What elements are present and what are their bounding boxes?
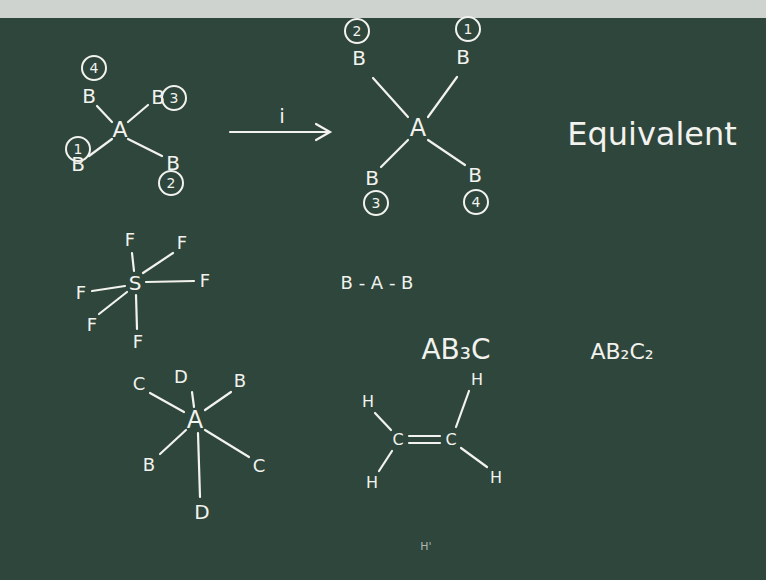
- chalk-label: B: [71, 154, 85, 174]
- chalk-label: AB₂C₂: [590, 341, 653, 363]
- chalk-label: B - A - B: [341, 274, 414, 292]
- chalk-label: H': [420, 541, 431, 552]
- circled-number: 3: [161, 85, 187, 111]
- chalk-label: F: [76, 284, 86, 302]
- chalk-label: B: [468, 165, 482, 185]
- chalk-label: F: [87, 316, 97, 334]
- chalk-label: A: [410, 116, 426, 140]
- chalk-label: A: [187, 408, 203, 432]
- chalk-label: F: [125, 231, 135, 249]
- callout-number: 3: [170, 91, 179, 105]
- circled-number: 3: [363, 190, 389, 216]
- callout-number: 4: [90, 61, 99, 75]
- callout-number: 3: [372, 196, 381, 210]
- callout-number: 2: [353, 24, 362, 38]
- chalk-label: C: [392, 432, 403, 448]
- circled-number: 2: [158, 170, 184, 196]
- callout-number: 1: [464, 22, 473, 36]
- chalk-label: F: [133, 333, 143, 351]
- chalk-label: B: [352, 48, 366, 68]
- chalk-label: Equivalent: [567, 118, 737, 150]
- circled-number: 1: [455, 16, 481, 42]
- chalk-label: B: [166, 153, 180, 173]
- chalk-label: C: [445, 432, 456, 448]
- chalk-label: B: [456, 47, 470, 67]
- circled-number: 2: [344, 18, 370, 44]
- circled-number: 4: [81, 55, 107, 81]
- chalk-label: C: [253, 457, 266, 475]
- callout-number: 2: [167, 176, 176, 190]
- chalk-label: AB₃C: [421, 336, 490, 364]
- chalk-label: B: [151, 87, 165, 107]
- circled-number: 4: [463, 189, 489, 215]
- chalk-label: S: [129, 273, 142, 293]
- chalk-label: B: [365, 168, 379, 188]
- chalk-label: D: [194, 502, 209, 522]
- callout-number: 4: [472, 195, 481, 209]
- chalk-label: A: [112, 119, 127, 141]
- chalk-label: i: [279, 106, 285, 126]
- chalk-label: F: [177, 234, 187, 252]
- chalk-label: B: [82, 86, 96, 106]
- chalk-label: H: [366, 475, 378, 491]
- chalk-label: B: [234, 372, 246, 390]
- chalk-label: H: [362, 394, 374, 410]
- board-frame: [0, 0, 766, 18]
- chalk-label: C: [133, 375, 146, 393]
- chalk-label: H: [490, 470, 502, 486]
- chalk-label: H: [471, 372, 483, 388]
- chalk-label: B: [143, 456, 155, 474]
- chalk-label: D: [174, 368, 188, 386]
- chalk-label: F: [200, 272, 210, 290]
